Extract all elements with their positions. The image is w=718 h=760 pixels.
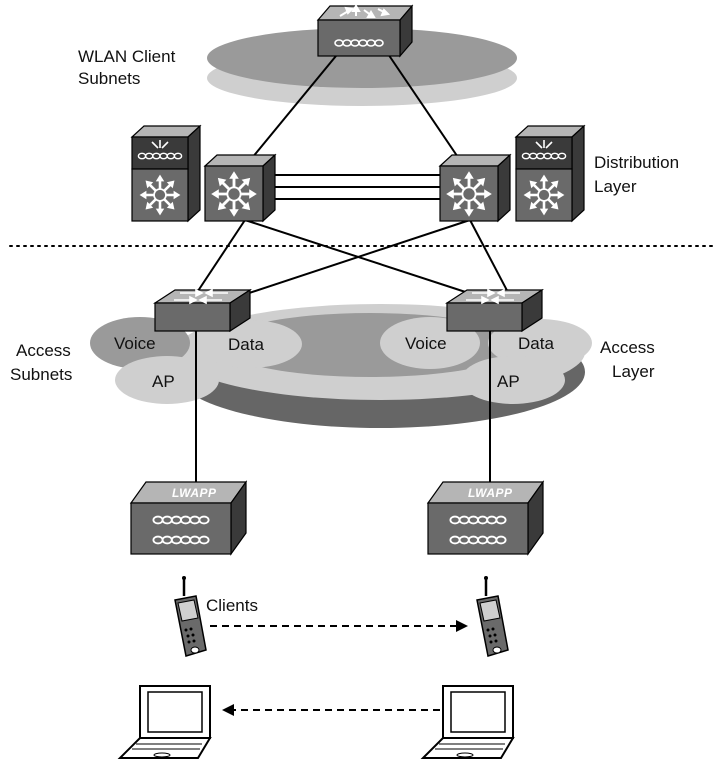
access-subnets-label-line1: Access: [16, 341, 71, 360]
roaming-arrow: [222, 704, 440, 716]
network-links: [191, 44, 513, 301]
service-module-icon: [130, 124, 202, 223]
roaming-arrow: [210, 620, 468, 632]
distribution-layer-label-line2: Layer: [594, 177, 637, 196]
lwapp-access-point-icon: LWAPP: [129, 480, 248, 556]
voice-label-right: Voice: [405, 334, 447, 353]
wireless-phone-icon: [174, 576, 207, 657]
clients-label: Clients: [206, 596, 258, 615]
multilayer-switch-icon: [438, 153, 512, 223]
access-layer-label-line1: Access: [600, 338, 655, 357]
wlan-client-subnets-label-line1: WLAN Client: [78, 47, 176, 66]
workgroup-switch-icon: [152, 288, 253, 333]
lwapp-access-point-icon: LWAPP: [426, 480, 545, 556]
lwapp-label: LWAPP: [172, 486, 217, 500]
workgroup-switch-icon: [444, 288, 545, 333]
data-label-right: Data: [518, 334, 554, 353]
ap-subnet-oval: [115, 356, 219, 404]
lwapp-label: LWAPP: [468, 486, 513, 500]
wlan-client-subnets-label-line2: Subnets: [78, 69, 140, 88]
ap-subnet-oval: [461, 356, 565, 404]
laptop-icon: [420, 685, 515, 759]
laptop-icon: [117, 685, 212, 759]
data-subnet-oval: [198, 320, 302, 368]
data-label-left: Data: [228, 335, 264, 354]
distribution-layer-label-line1: Distribution: [594, 153, 679, 172]
multilayer-switch-icon: [203, 153, 277, 223]
wireless-phone-icon: [476, 576, 509, 657]
service-module-icon: [514, 124, 586, 223]
voice-label-left: Voice: [114, 334, 156, 353]
access-subnets-label-line2: Subnets: [10, 365, 72, 384]
router-icon: [316, 4, 414, 58]
wlan-subnet-oval: [207, 28, 517, 88]
access-layer-label-line2: Layer: [612, 362, 655, 381]
ap-label-left: AP: [152, 372, 175, 391]
ap-label-right: AP: [497, 372, 520, 391]
